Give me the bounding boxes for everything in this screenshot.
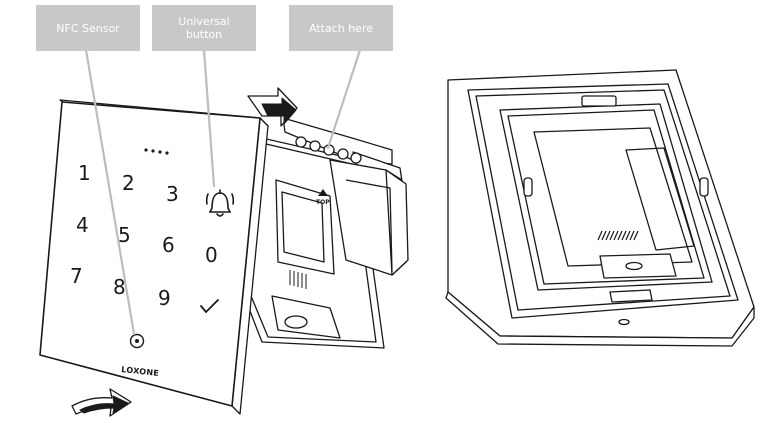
nfc-target-icon xyxy=(129,333,145,349)
pointer-nfc-sensor xyxy=(84,48,136,336)
callout-universal-button: Universal button xyxy=(152,5,256,51)
key-3: 3 xyxy=(166,182,179,206)
push-arrow-bottom xyxy=(71,388,132,417)
key-9: 9 xyxy=(158,286,171,310)
key-0: 0 xyxy=(205,243,218,267)
callout-universal-button-line1: Universal xyxy=(178,15,230,28)
key-6: 6 xyxy=(162,233,175,257)
keypad-digits: 1 2 3 4 5 6 0 7 8 9 xyxy=(70,161,218,310)
brand-logo-text: LOXONE xyxy=(121,365,160,378)
key-4: 4 xyxy=(76,213,89,237)
frame-connector-pins xyxy=(597,230,639,241)
bell-icon xyxy=(205,189,235,217)
pointer-universal-button xyxy=(202,48,216,188)
callout-pointers xyxy=(84,48,362,336)
callout-nfc-sensor-text: NFC Sensor xyxy=(56,21,120,35)
key-1: 1 xyxy=(78,161,91,185)
key-5: 5 xyxy=(118,223,131,247)
four-dot-led-indicator xyxy=(144,148,169,155)
key-8: 8 xyxy=(113,275,126,299)
key-2: 2 xyxy=(122,171,135,195)
mounting-frame xyxy=(445,69,755,347)
callout-universal-button-line2: button xyxy=(185,28,223,41)
checkmark-icon xyxy=(200,299,219,313)
callout-attach-here-text: Attach here xyxy=(308,21,373,35)
callout-nfc-sensor: NFC Sensor xyxy=(36,5,140,51)
top-label: TOP xyxy=(316,199,330,206)
key-7: 7 xyxy=(70,264,83,288)
callout-universal-button-text: Universal button xyxy=(178,15,229,41)
push-arrow-top xyxy=(247,87,298,127)
callout-attach-here: Attach here xyxy=(289,5,393,51)
pointer-attach-here xyxy=(326,48,362,150)
keypad-front-cover xyxy=(39,99,269,415)
top-orientation-mark: TOP xyxy=(316,189,330,206)
